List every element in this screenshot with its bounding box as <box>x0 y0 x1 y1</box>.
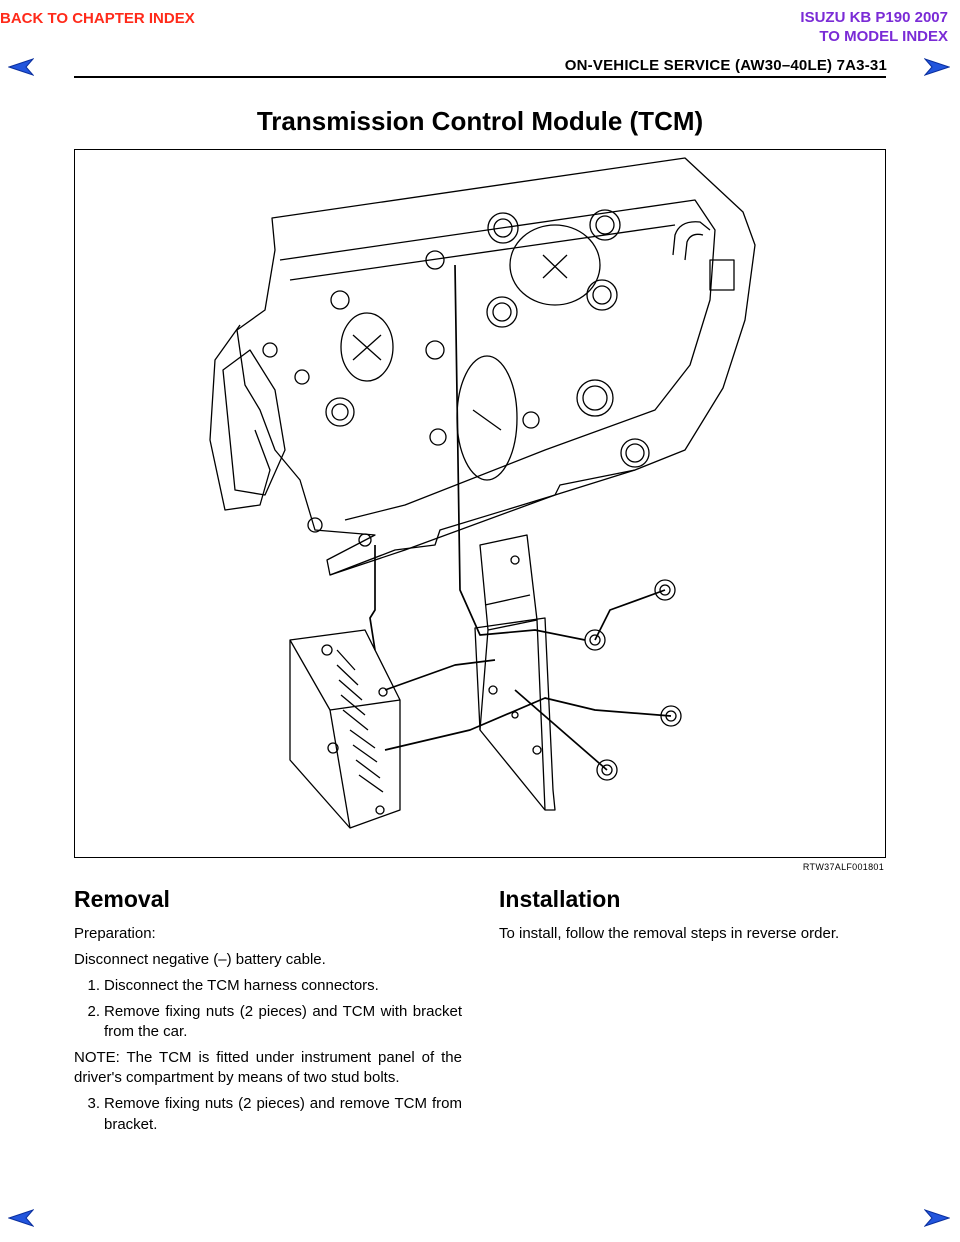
model-title-link[interactable]: ISUZU KB P190 2007 <box>800 9 948 26</box>
installation-text: To install, follow the removal steps in … <box>499 924 840 942</box>
figure-code: RTW37ALF001801 <box>802 862 884 872</box>
removal-step: 2. Remove fixing nuts (2 pieces) and TCM… <box>74 1002 462 1042</box>
removal-step: 3. Remove fixing nuts (2 pieces) and rem… <box>74 1094 462 1134</box>
tcm-diagram <box>209 157 756 829</box>
step-number: 3. <box>87 1095 100 1113</box>
removal-section: Removal Preparation: Disconnect negative… <box>74 884 462 1141</box>
removal-heading: Removal <box>74 886 170 912</box>
model-index-link[interactable]: TO MODEL INDEX <box>819 28 948 45</box>
page-title: Transmission Control Module (TCM) <box>256 106 704 136</box>
step-text: Remove fixing nuts (2 pieces) and remove… <box>104 1095 462 1133</box>
preparation-text: Disconnect negative (–) battery cable. <box>74 950 326 968</box>
note-text: NOTE: The TCM is fitted under instrument… <box>74 1049 462 1087</box>
right-arrow-icon[interactable] <box>924 1209 950 1227</box>
left-arrow-icon[interactable] <box>8 58 34 76</box>
installation-heading: Installation <box>499 886 621 912</box>
back-to-chapter-index-link[interactable]: BACK TO CHAPTER INDEX <box>0 10 195 27</box>
installation-section: Installation To install, follow the remo… <box>499 884 887 950</box>
right-arrow-icon[interactable] <box>924 58 950 76</box>
step-number: 1. <box>87 977 100 994</box>
removal-step: 1. Disconnect the TCM harness connectors… <box>74 976 462 996</box>
left-arrow-icon[interactable] <box>8 1209 34 1227</box>
step-text: Disconnect the TCM harness connectors. <box>104 977 379 994</box>
preparation-label: Preparation: <box>74 924 156 942</box>
tcm-illustration <box>74 149 886 858</box>
header-title: ON-VEHICLE SERVICE (AW30–40LE) 7A3-31 <box>564 57 887 74</box>
step-text: Remove fixing nuts (2 pieces) and TCM wi… <box>104 1003 462 1041</box>
header-divider <box>74 76 886 78</box>
step-number: 2. <box>87 1003 100 1021</box>
